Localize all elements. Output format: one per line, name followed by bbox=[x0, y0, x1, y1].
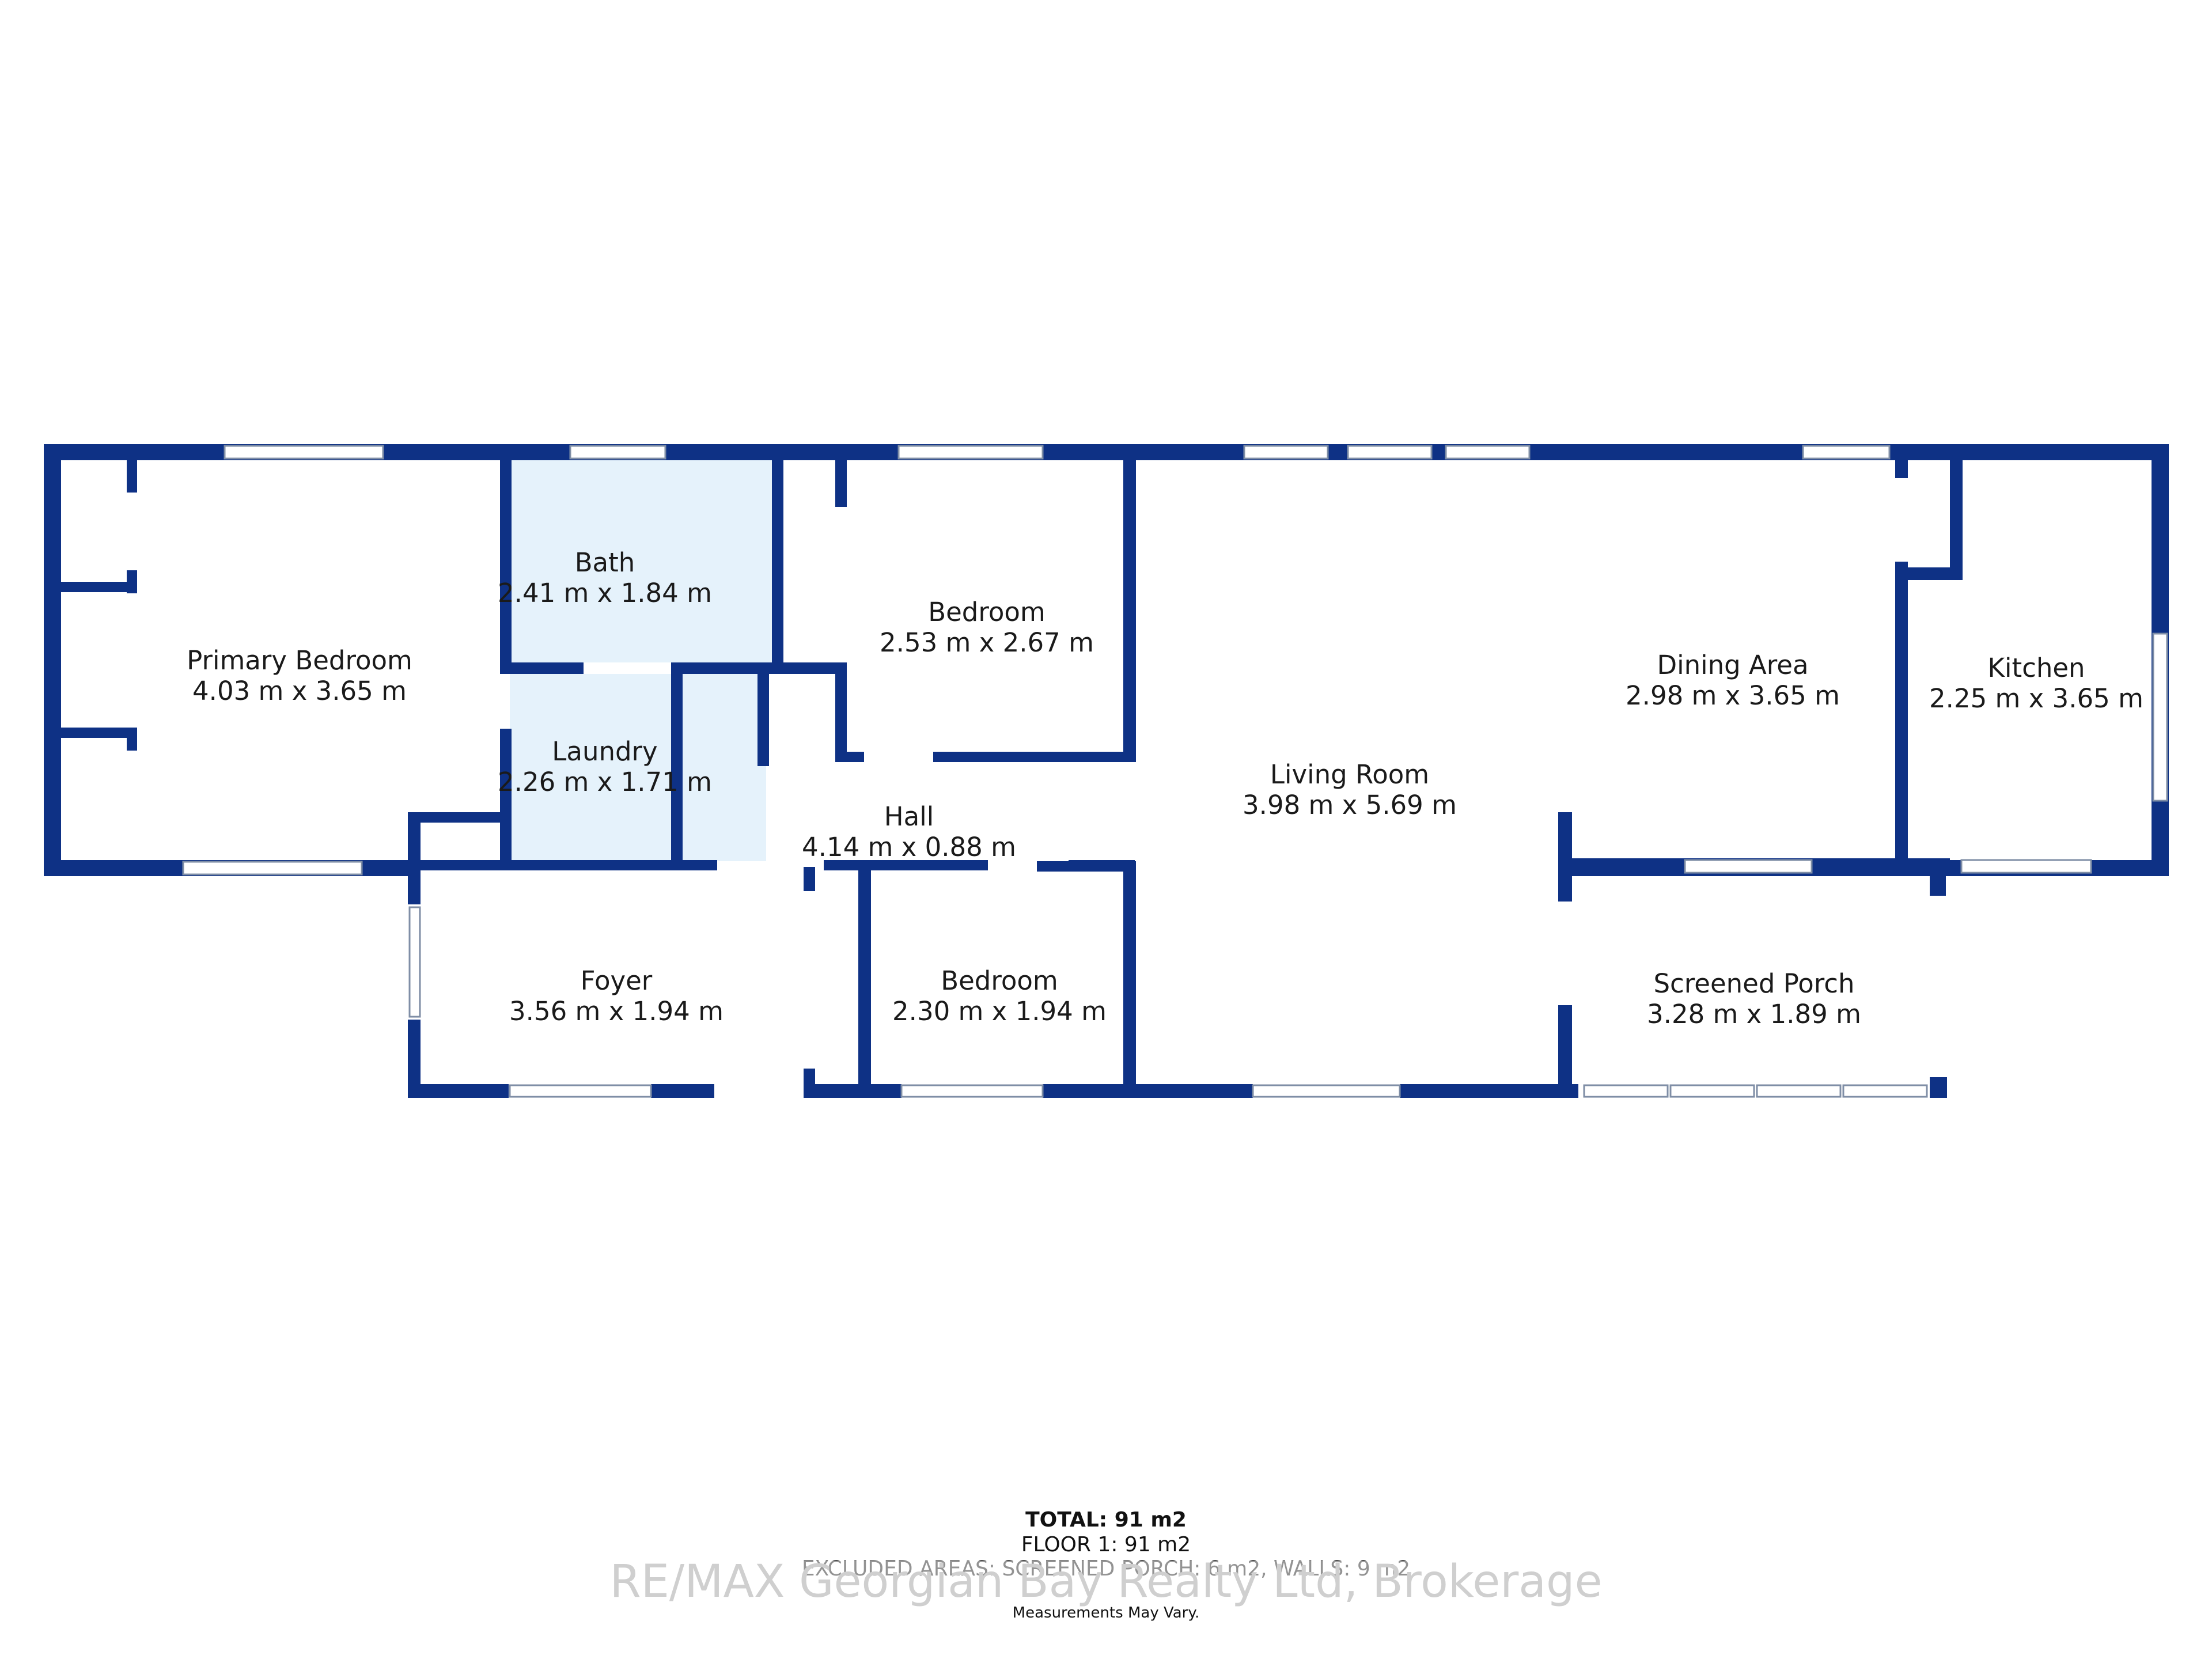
room-foyer: Foyer 3.56 m x 1.94 m bbox=[509, 965, 724, 1027]
room-dimensions: 2.26 m x 1.71 m bbox=[498, 767, 712, 797]
bath-floor bbox=[510, 458, 775, 662]
room-dimensions: 2.25 m x 3.65 m bbox=[1929, 683, 2143, 714]
room-dimensions: 4.03 m x 3.65 m bbox=[192, 676, 407, 706]
watermark-text: RE/MAX Georgian Bay Realty Ltd, Brokerag… bbox=[609, 1556, 1602, 1608]
room-dimensions: 2.53 m x 2.67 m bbox=[880, 627, 1094, 658]
room-dimensions: 4.14 m x 0.88 m bbox=[802, 832, 1016, 862]
room-name: Bedroom bbox=[941, 965, 1058, 996]
room-dimensions: 3.28 m x 1.89 m bbox=[1647, 999, 1861, 1029]
room-name: Primary Bedroom bbox=[187, 645, 412, 676]
windows bbox=[182, 445, 2168, 1098]
room-name: Foyer bbox=[581, 965, 653, 996]
room-laundry: Laundry 2.26 m x 1.71 m bbox=[498, 736, 712, 797]
room-labels: Primary Bedroom 4.03 m x 3.65 m Bath 2.4… bbox=[187, 547, 2143, 1029]
floor-area: FLOOR 1: 91 m2 bbox=[1021, 1533, 1191, 1556]
room-dimensions: 2.41 m x 1.84 m bbox=[498, 578, 712, 608]
room-name: Hall bbox=[884, 801, 934, 832]
brokerage-watermark: RE/MAX Georgian Bay Realty Ltd, Brokerag… bbox=[609, 1556, 1602, 1608]
room-bedroom-south: Bedroom 2.30 m x 1.94 m bbox=[892, 965, 1107, 1027]
room-bath: Bath 2.41 m x 1.84 m bbox=[498, 547, 712, 608]
room-bedroom-north: Bedroom 2.53 m x 2.67 m bbox=[880, 597, 1094, 658]
room-kitchen: Kitchen 2.25 m x 3.65 m bbox=[1929, 653, 2143, 714]
room-hall: Hall 4.14 m x 0.88 m bbox=[802, 801, 1016, 862]
room-dimensions: 2.98 m x 3.65 m bbox=[1626, 680, 1840, 711]
room-screened-porch: Screened Porch 3.28 m x 1.89 m bbox=[1647, 968, 1861, 1029]
room-name: Laundry bbox=[552, 736, 657, 767]
room-living: Living Room 3.98 m x 5.69 m bbox=[1243, 759, 1457, 820]
laundry-floor bbox=[510, 674, 766, 861]
total-area: TOTAL: 91 m2 bbox=[1025, 1508, 1187, 1532]
room-primary-bedroom: Primary Bedroom 4.03 m x 3.65 m bbox=[187, 645, 412, 706]
measurement-note: Measurements May Vary. bbox=[1013, 1604, 1200, 1622]
room-name: Dining Area bbox=[1657, 650, 1808, 680]
room-name: Bath bbox=[575, 547, 635, 578]
room-name: Living Room bbox=[1270, 759, 1429, 790]
room-dimensions: 3.98 m x 5.69 m bbox=[1243, 790, 1457, 820]
door-openings bbox=[714, 899, 1947, 1097]
room-name: Bedroom bbox=[928, 597, 1046, 627]
room-dimensions: 2.30 m x 1.94 m bbox=[892, 996, 1107, 1027]
room-name: Kitchen bbox=[1987, 653, 2085, 683]
room-dining: Dining Area 2.98 m x 3.65 m bbox=[1626, 650, 1840, 711]
room-name: Screened Porch bbox=[1653, 968, 1854, 999]
room-dimensions: 3.56 m x 1.94 m bbox=[509, 996, 724, 1027]
